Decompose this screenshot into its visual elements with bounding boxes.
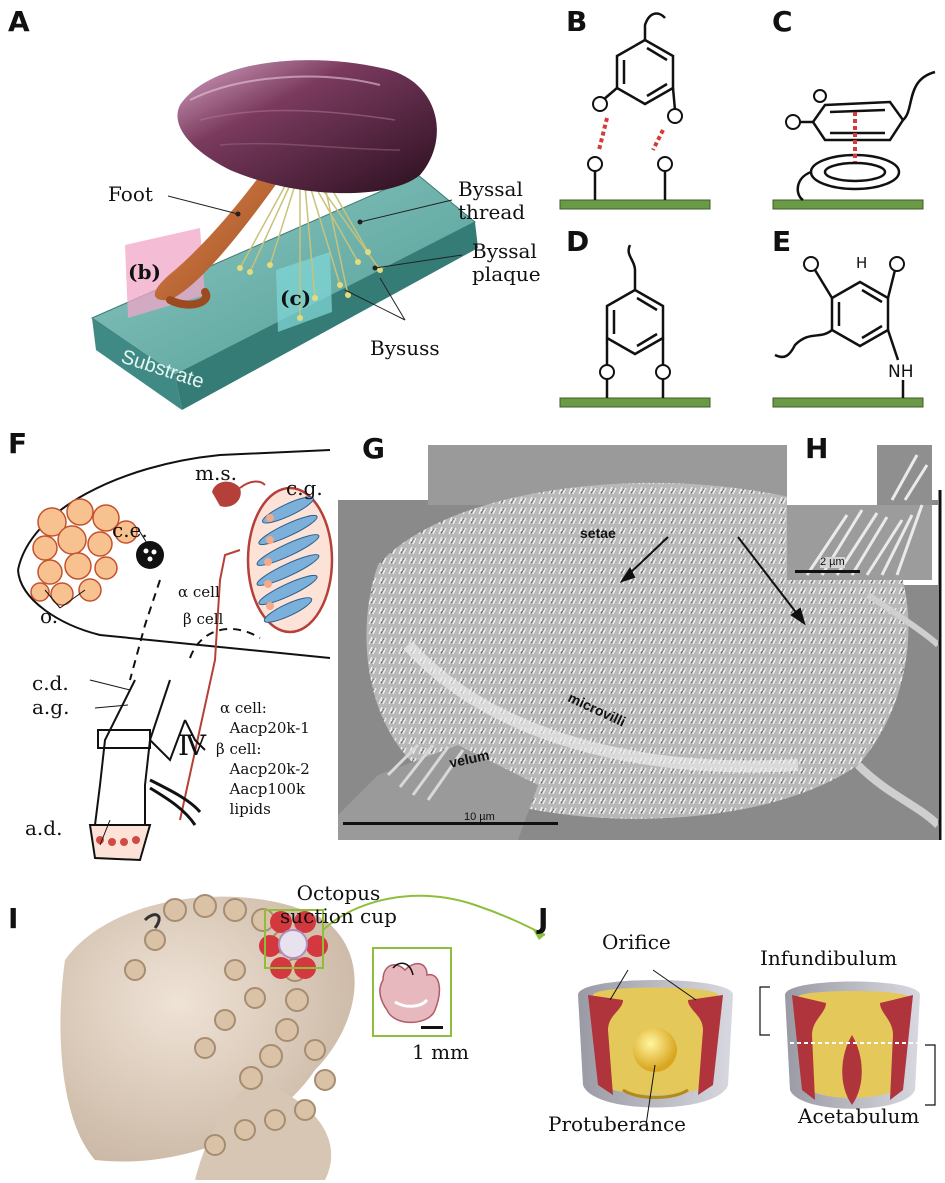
panel-label-i: I [8, 902, 19, 935]
scale-bar-i-label: 1 mm [412, 1040, 470, 1064]
suction-cup-model-right [759, 981, 936, 1109]
panel-label-j: J [538, 902, 549, 935]
oil-cells-label: o. [40, 604, 59, 628]
sem-inset-micrograph [787, 445, 932, 580]
h-label-e1: H [856, 254, 868, 272]
barnacle-cyprid-schematic [17, 449, 334, 862]
plane-c-label: (c) [280, 286, 312, 310]
mussel-illustration: Substrate [90, 60, 478, 410]
panel-label-f: F [8, 427, 28, 460]
plane-b-label: (b) [128, 260, 161, 284]
suction-cup-model-left [578, 969, 733, 1126]
panel-label-a: A [8, 5, 30, 38]
panel-label-b: B [566, 5, 588, 38]
orifice-label: Orifice [602, 930, 671, 954]
panel-label-g: G [362, 432, 385, 465]
bidentate-coordination-diagram [559, 244, 711, 408]
muscle-sac-label: m.s. [195, 461, 237, 485]
foot-label: Foot [108, 182, 153, 206]
protuberance-label: Protuberance [548, 1112, 687, 1136]
infundibulum-label: Infundibulum [760, 946, 898, 970]
alpha-cell-label: α cell [178, 583, 220, 601]
cation-pi-stacking-diagram [772, 70, 936, 210]
panel-label-h: H [805, 432, 829, 465]
panel-label-e: E [772, 225, 792, 258]
nh-label: NH [888, 362, 914, 382]
panel-label-c: C [772, 5, 793, 38]
scale-bar-h-label: 2 µm [820, 556, 845, 568]
antennular-gland-label: a.g. [32, 695, 70, 719]
bysuss-label: Bysuss [370, 336, 440, 360]
compound-eye-label: c.e. [112, 518, 148, 542]
beta-cell-label: β cell [183, 610, 224, 628]
setae-label: setae [580, 525, 616, 541]
protein-list: α cell: Aacp20k-1 β cell: Aacp20k-2 Aacp… [216, 699, 310, 819]
cement-gland-label: c.g. [286, 476, 323, 500]
scale-bar-g-label: 10 µm [464, 811, 495, 823]
catechol-hydrogen-bonding-diagram [559, 12, 711, 210]
panel-label-d: D [566, 225, 590, 258]
cement-duct-label: c.d. [32, 671, 69, 695]
adhesive-disc-label: a.d. [25, 816, 63, 840]
octopus-photo [60, 894, 546, 1180]
acetabulum-label: Acetabulum [798, 1104, 920, 1128]
amine-crosslink-diagram [772, 256, 924, 408]
fourth-segment-label: Ⅳ [178, 729, 206, 762]
